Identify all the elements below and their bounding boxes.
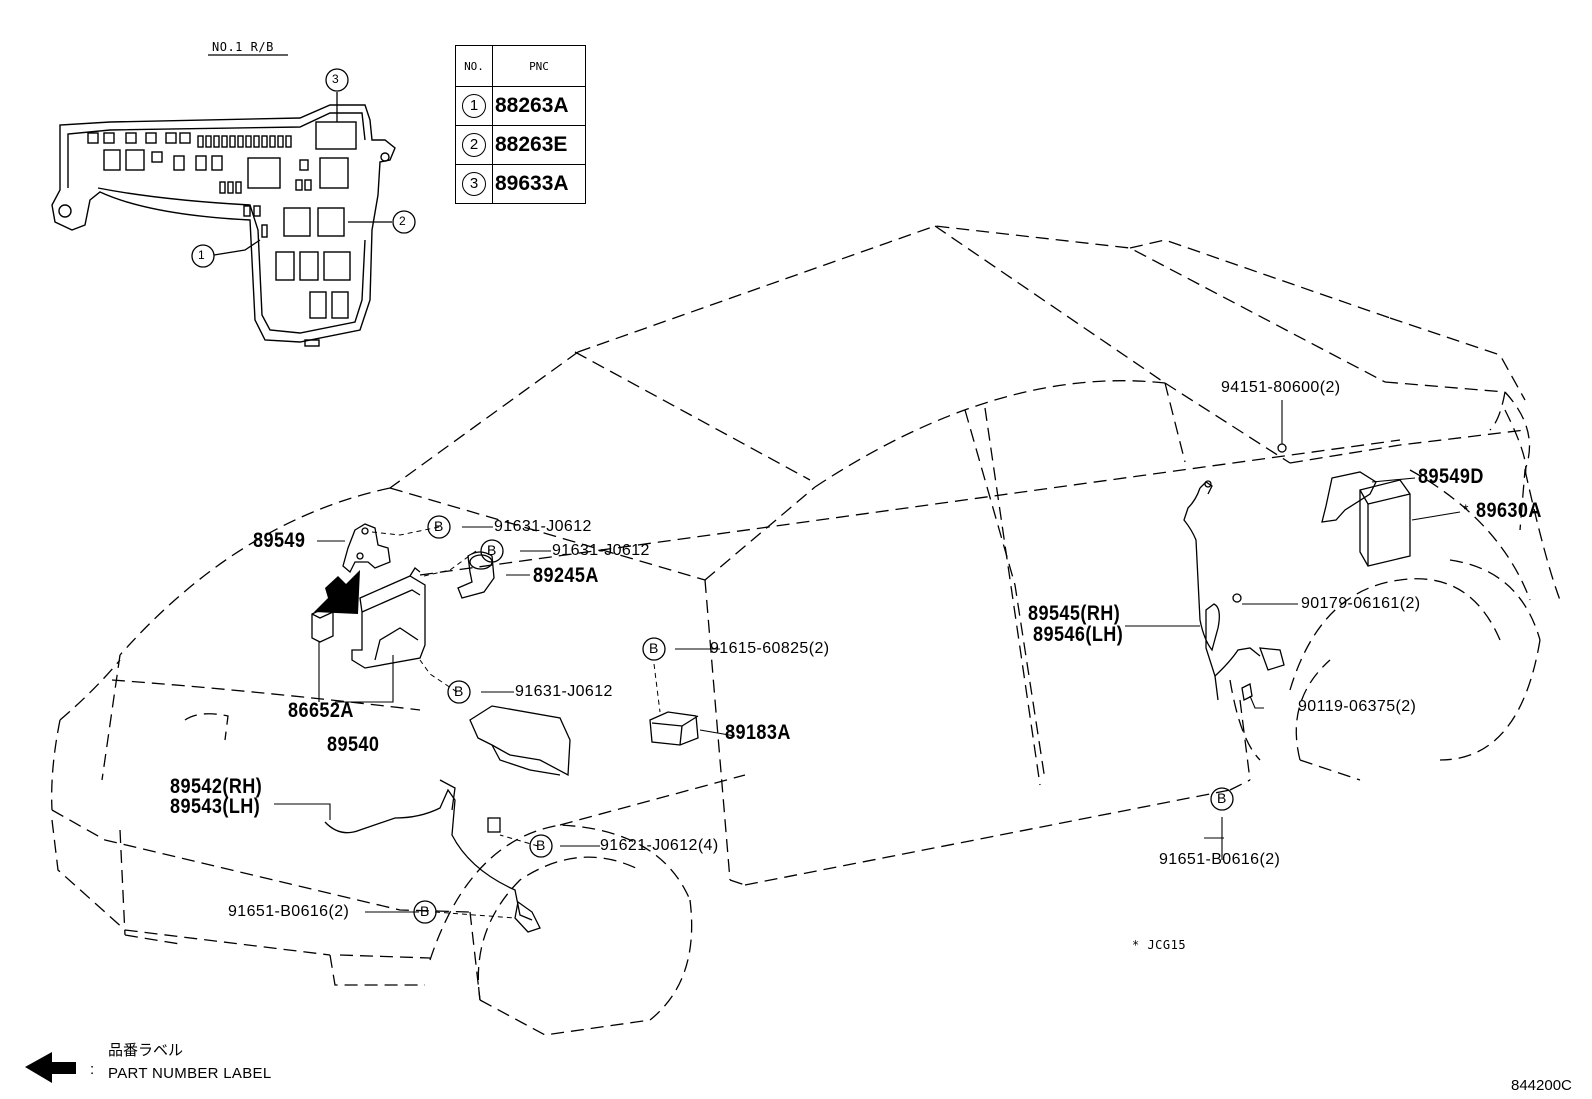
- bracket-89549D: [1321, 471, 1377, 523]
- clip-90179: [1232, 593, 1242, 603]
- label-89183A: 89183A: [725, 721, 791, 744]
- computer-89630A: [1359, 479, 1411, 567]
- label-89630A: 89630A: [1476, 499, 1542, 522]
- label-pointer-arrow: [314, 570, 360, 614]
- bolt-symbol: B: [454, 683, 464, 699]
- pnc-table-header: NO. PNC: [455, 45, 586, 87]
- legend-colon: :: [90, 1061, 95, 1078]
- label-94151-80600: 94151-80600(2): [1221, 379, 1341, 396]
- label-91615-60825: 91615-60825(2): [710, 640, 830, 657]
- label-89549D: 89549D: [1418, 465, 1484, 488]
- label-86652A: 86652A: [288, 699, 354, 722]
- label-91621-J0612: 91621-J0612(4): [600, 837, 719, 854]
- legend-jp: 品番ラベル: [108, 1041, 184, 1059]
- label-91651-B0616-front: 91651-B0616(2): [228, 903, 350, 920]
- pnc-row-value: 88263A: [492, 86, 586, 126]
- pnc-row-value: 89633A: [492, 164, 586, 204]
- pnc-row-no: 2: [462, 133, 486, 157]
- legend-en: PART NUMBER LABEL: [108, 1065, 272, 1082]
- nut-94151: [1277, 443, 1287, 453]
- pnc-row-no: 1: [462, 94, 486, 118]
- label-91631-J0612-c: 91631-J0612: [515, 683, 613, 700]
- label-89543-lh: 89543(LH): [170, 795, 261, 818]
- leader-lines: [274, 400, 1461, 913]
- table-row: 2 88263E: [455, 125, 586, 165]
- rb-callout-1: 1: [198, 248, 206, 262]
- rb-leader-1: [213, 239, 261, 256]
- label-91651-B0616-rear: 91651-B0616(2): [1159, 851, 1281, 868]
- pnc-table: NO. PNC 1 88263A 2 88263E 3 89633A: [455, 45, 586, 204]
- figure-code: 844200C: [1511, 1077, 1572, 1094]
- legend-arrow-shape: [25, 1052, 76, 1083]
- harness-89545: [1183, 487, 1220, 701]
- bolt-symbol: B: [434, 518, 444, 534]
- rb-callout-circle-2: [392, 210, 416, 234]
- label-89545-rh: 89545(RH): [1028, 602, 1121, 625]
- pnc-row-no: 3: [462, 172, 486, 196]
- label-89540: 89540: [327, 733, 380, 756]
- bolt-circles: [413, 515, 1234, 924]
- bolt-symbol: B: [649, 640, 659, 656]
- label-89542-rh: 89542(RH): [170, 775, 263, 798]
- note-jcg15: * JCG15: [1132, 938, 1187, 952]
- label-89549: 89549: [253, 529, 306, 552]
- rb-title: NO.1 R/B: [212, 40, 274, 54]
- table-row: 1 88263A: [455, 86, 586, 126]
- rb-callout-3: 3: [332, 72, 340, 86]
- fuse-row: [197, 135, 292, 148]
- pnc-col-no: NO.: [455, 45, 493, 87]
- bolt-symbol: B: [487, 542, 497, 558]
- label-91631-J0612-b: 91631-J0612: [552, 542, 650, 559]
- bolt-symbol: B: [1217, 790, 1227, 806]
- label-91631-J0612-a: 91631-J0612: [494, 518, 592, 535]
- label-89546-lh: 89546(LH): [1033, 623, 1124, 646]
- rb-callout-circle-3: [325, 68, 349, 92]
- harness-89542: [324, 788, 533, 921]
- label-90119-06375: 90119-06375(2): [1298, 698, 1417, 715]
- label-star-89630A: *: [1463, 501, 1469, 517]
- ecu-89540: [351, 575, 426, 669]
- bolt-90119: [1241, 683, 1253, 701]
- pnc-row-value: 88263E: [492, 125, 586, 165]
- unit-89183A: [649, 711, 699, 746]
- vehicle-outline: [51, 225, 1561, 1036]
- sensor-89245A: [457, 551, 495, 599]
- label-90179-06161: 90179-06161(2): [1301, 595, 1421, 612]
- bolt-symbol: B: [420, 903, 430, 919]
- label-89245A: 89245A: [533, 564, 599, 587]
- bolt-symbol: B: [536, 837, 546, 853]
- table-row: 3 89633A: [455, 164, 586, 204]
- bracket-89549: [342, 523, 391, 574]
- rb-callout-2: 2: [399, 214, 407, 228]
- relay-block-drawing: [51, 104, 396, 347]
- rb-callout-circle-1: [191, 244, 215, 268]
- pnc-col-pnc: PNC: [492, 45, 586, 87]
